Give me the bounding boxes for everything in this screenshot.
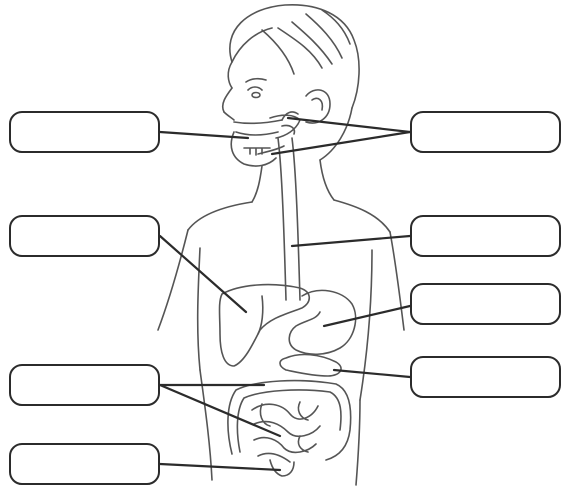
pancreas	[280, 355, 341, 376]
large-intestine-inner	[237, 390, 341, 452]
leader-line-r3	[324, 306, 410, 326]
esophagus	[278, 112, 300, 300]
label-box-left-4[interactable]	[9, 443, 160, 485]
label-box-left-1[interactable]	[9, 111, 160, 153]
leader-line-r4	[334, 370, 410, 377]
stomach	[289, 290, 355, 354]
leader-line-l4	[160, 464, 280, 470]
small-intestine	[252, 402, 320, 462]
label-box-right-4[interactable]	[410, 356, 561, 398]
label-box-left-3[interactable]	[9, 364, 160, 406]
label-box-left-2[interactable]	[9, 215, 160, 257]
label-box-right-2[interactable]	[410, 215, 561, 257]
label-box-right-3[interactable]	[410, 283, 561, 325]
head-illustration	[223, 5, 359, 166]
leader-line-l2	[160, 236, 246, 312]
leader-line-l1	[160, 132, 248, 138]
label-box-right-1[interactable]	[410, 111, 561, 153]
